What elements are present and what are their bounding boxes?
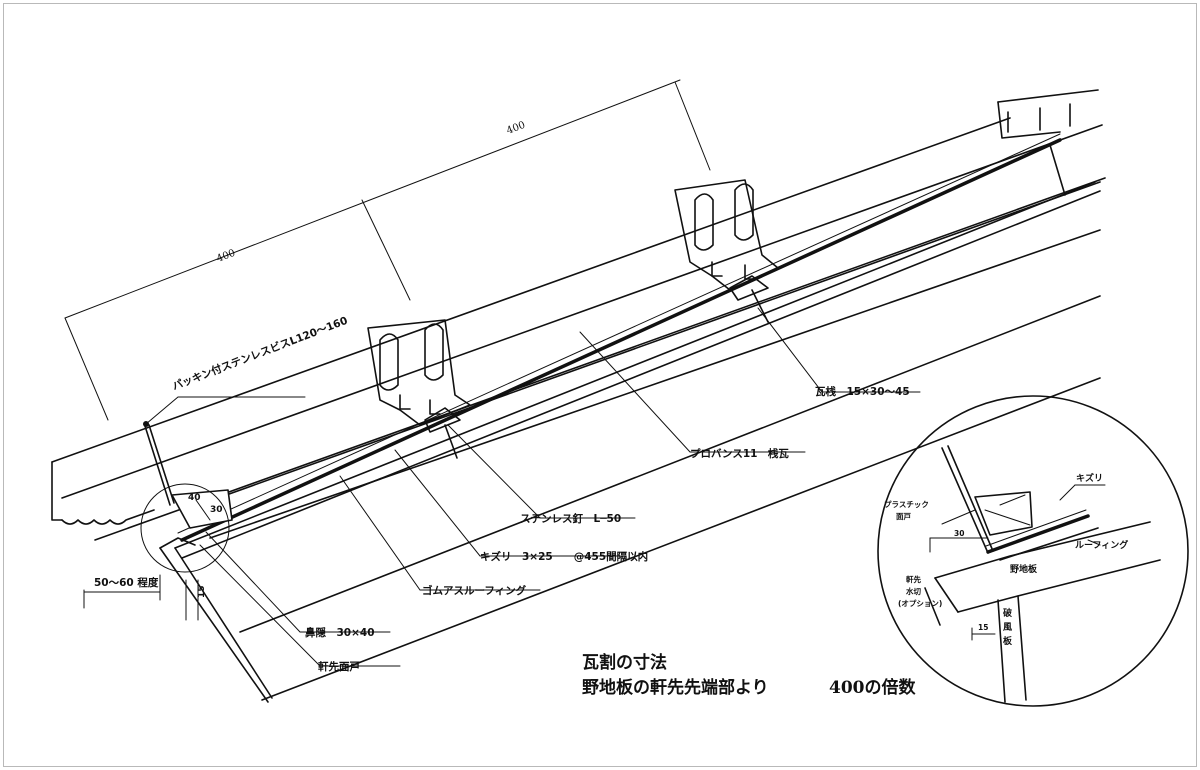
detail-circle — [140, 483, 230, 573]
front-block — [171, 489, 233, 529]
tile-2 — [674, 179, 779, 323]
inset-label-plastic-2: 面戸 — [896, 512, 911, 521]
dim-15: 15 — [197, 585, 207, 598]
dim-40: 40 — [188, 493, 201, 503]
label-tile: プロバンス11 桟瓦 — [690, 447, 789, 460]
inset-dim-30: 30 — [954, 529, 964, 538]
dim-overhang: 50～60 程度 — [94, 576, 159, 589]
tile-1 — [367, 319, 471, 459]
inset-detail — [877, 395, 1189, 707]
dim-400-left: 400 — [215, 248, 237, 265]
inset-label-mizukiri-2: 水切 — [906, 586, 921, 596]
rafter-layers — [174, 133, 1101, 701]
inset-label-plastic-1: プラスチック — [884, 499, 929, 509]
inset-label-hafuita-2: 風 — [1003, 622, 1012, 633]
inset-label-kizuri: キズリ — [1076, 472, 1103, 484]
label-screw: パッキン付ステンレスビスL120～160 — [170, 314, 349, 393]
roof-board — [51, 117, 1106, 541]
dim-400-right: 400 — [505, 120, 527, 137]
inset-label-nojiita: 野地板 — [1010, 563, 1038, 575]
leader-lines — [145, 307, 921, 667]
drawing-frame — [3, 3, 1197, 767]
note-line-2: 野地板の軒先先端部より — [582, 677, 769, 698]
inset-dim-15: 15 — [978, 623, 988, 632]
label-hanakaku: 鼻隠 30×40 — [305, 626, 375, 639]
dim-30: 30 — [210, 505, 223, 515]
note-line-1: 瓦割の寸法 — [582, 652, 667, 673]
inset-label-roofing: ルーフィング — [1075, 539, 1128, 551]
label-nail: ステンレス釘 L─50 — [520, 512, 621, 525]
overhang-dimension — [83, 574, 161, 609]
note-multiple: 400の倍数 — [829, 677, 916, 698]
inset-label-mizukiri-3: (オプション) — [898, 598, 942, 608]
label-roofing: ゴムアスルーフィング — [422, 584, 527, 597]
label-menado: 軒先面戸 — [318, 660, 360, 673]
label-kizuri: キズリ 3×25 @455間隔以内 — [480, 550, 648, 563]
dimension-span — [64, 79, 711, 421]
label-batten: 瓦桟 15×30～45 — [815, 385, 910, 398]
inset-label-mizukiri-1: 軒先 — [906, 574, 921, 584]
inset-label-hafuita-1: 破 — [1003, 607, 1013, 619]
tile-3 — [997, 89, 1099, 196]
fascia-post — [159, 537, 273, 703]
inset-label-hafuita-3: 板 — [1003, 635, 1013, 647]
